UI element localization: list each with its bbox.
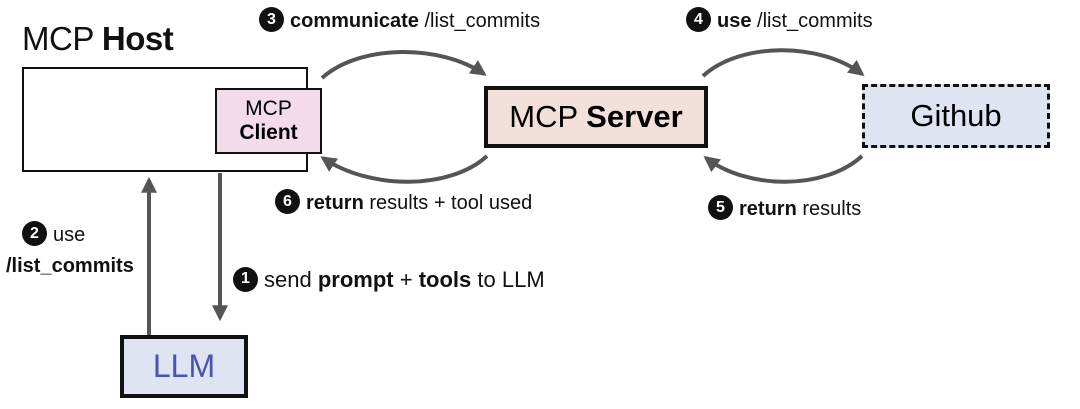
host-title-regular: MCP — [22, 20, 94, 57]
step4-badge: 4 — [686, 7, 711, 32]
step2-label: 2 use — [22, 221, 86, 248]
step3-bold: communicate — [290, 9, 419, 32]
step6-label: 6 return results + tool used — [275, 189, 533, 216]
step3-badge: 3 — [259, 7, 284, 32]
client-label-line1: MCP — [245, 97, 292, 120]
step1-post: to LLM — [477, 267, 545, 292]
step2-badge: 2 — [22, 221, 47, 246]
server-box: MCP Server — [484, 86, 708, 148]
step5-text: results — [802, 197, 862, 220]
client-label-line2: Client — [239, 121, 298, 144]
step6-text: results + tool used — [369, 191, 533, 214]
server-label-regular: MCP — [509, 99, 579, 134]
step1-badge: 1 — [233, 266, 258, 292]
step6-badge: 6 — [275, 189, 300, 214]
arrow-step5 — [703, 154, 864, 184]
step5-badge: 5 — [708, 195, 733, 220]
host-title: MCP Host — [22, 20, 174, 58]
llm-box: LLM — [120, 335, 248, 398]
step3-label: 3 communicate /list_commits — [259, 7, 541, 34]
step2-line2: /list_commits — [6, 255, 134, 277]
github-label: Github — [910, 98, 1002, 133]
step4-text: /list_commits — [757, 9, 873, 32]
step3-text: /list_commits — [424, 9, 541, 32]
server-label-bold: Server — [586, 99, 683, 134]
step4-label: 4 use /list_commits — [686, 7, 873, 34]
arrow-step3 — [320, 50, 487, 80]
arrow-step4 — [701, 48, 865, 78]
arrow-step6 — [320, 154, 489, 184]
step4-bold: use — [717, 9, 752, 32]
step1-pre: send — [264, 267, 312, 292]
step2-line1: use — [53, 223, 86, 246]
github-box: Github — [862, 84, 1050, 148]
llm-label: LLM — [152, 348, 216, 384]
step5-bold: return — [739, 197, 797, 220]
client-box: MCP Client — [215, 88, 322, 154]
host-title-bold: Host — [101, 20, 174, 57]
step1-bold2: tools — [418, 267, 472, 292]
step6-bold: return — [306, 191, 364, 214]
step1-mid: + — [399, 267, 413, 292]
step5-label: 5 return results — [708, 195, 862, 222]
step1-bold1: prompt — [317, 267, 394, 292]
